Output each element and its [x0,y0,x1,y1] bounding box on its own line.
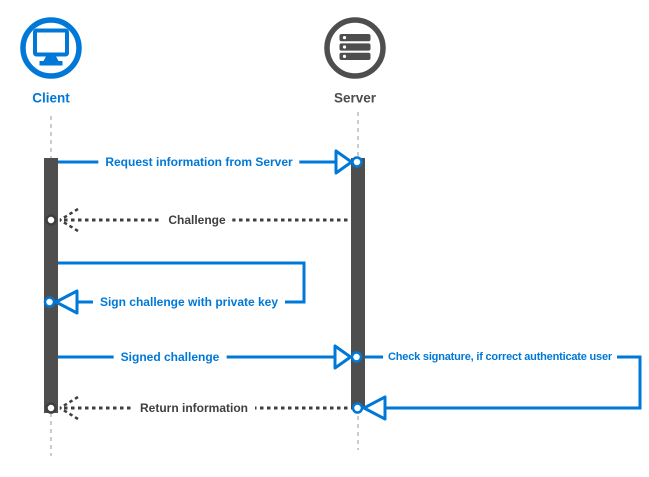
message-label-check-signature: Check signature, if correct authenticate… [383,350,617,364]
message-label-challenge: Challenge [161,212,233,228]
server-activation-bar [351,158,365,408]
server-icon [324,17,386,79]
connection-dot [351,402,364,414]
connection-dot [351,156,363,168]
connection-dot [45,214,57,226]
connection-dot [350,351,363,363]
message-label-return-information: Return information [133,400,255,416]
server-stack-icon [339,34,371,60]
dashed-arrowhead-icon [59,207,79,233]
message-check-signature-loop [351,355,642,421]
open-arrowhead-icon [334,149,353,175]
monitor-icon [33,28,69,66]
message-return-arrow [45,395,352,421]
actor-label-client: Client [32,90,70,106]
open-arrowhead-icon [333,344,352,370]
connection-dot [43,296,56,308]
open-arrowhead-icon [54,289,79,315]
open-arrowhead-icon [362,395,387,421]
dashed-arrowhead-icon [59,395,79,421]
client-icon [20,17,82,79]
connection-dot [45,402,57,414]
message-label-request-information: Request information from Server [98,154,300,170]
message-label-sign-challenge: Sign challenge with private key [92,294,286,310]
client-activation-bar [44,158,58,413]
message-label-signed-challenge: Signed challenge [113,349,227,365]
actor-label-server: Server [333,90,377,106]
